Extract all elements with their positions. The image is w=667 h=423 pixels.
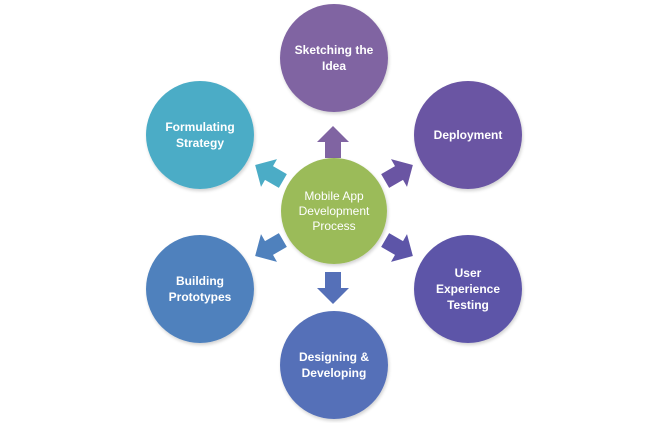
node-label: Designing & Developing: [298, 350, 369, 380]
node-label: User Experience Testing: [435, 266, 501, 312]
arrow-to-prototypes-icon: [255, 233, 287, 262]
node-deployment: Deployment: [414, 81, 522, 189]
arrow-to-ux-testing-icon: [381, 233, 413, 262]
node-label: Formulating Strategy: [165, 120, 235, 150]
node-user-experience-testing: User Experience Testing: [414, 235, 522, 343]
arrow-to-deployment-icon: [381, 159, 413, 188]
node-label: Deployment: [433, 128, 503, 142]
center-node-label: Mobile App Development Process: [298, 188, 370, 233]
arrow-to-strategy-icon: [255, 159, 287, 188]
node-label: Sketching the Idea: [294, 43, 374, 73]
node-sketching-the-idea: Sketching the Idea: [280, 4, 388, 112]
arrow-to-sketching-icon: [317, 126, 349, 158]
node-designing-and-developing: Designing & Developing: [280, 311, 388, 419]
center-node: Mobile App Development Process: [281, 158, 387, 264]
node-formulating-strategy: Formulating Strategy: [146, 81, 254, 189]
node-label: Building Prototypes: [168, 274, 232, 304]
arrow-to-designing-icon: [317, 272, 349, 304]
node-building-prototypes: Building Prototypes: [146, 235, 254, 343]
